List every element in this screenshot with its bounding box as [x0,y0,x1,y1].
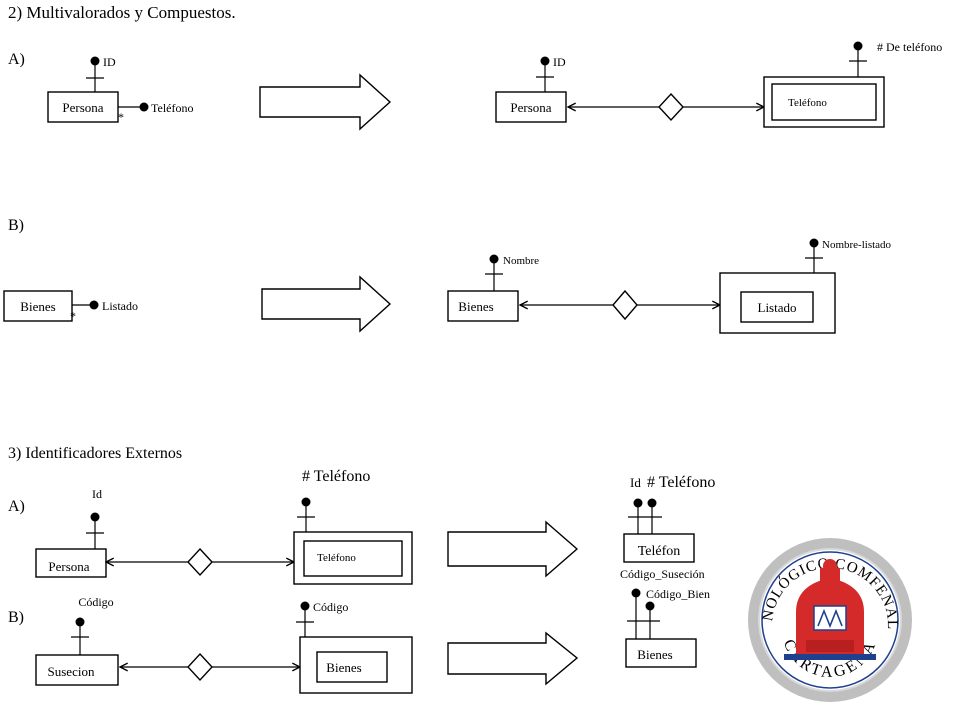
label-2a: A) [8,51,25,68]
svg-text:Bienes: Bienes [326,660,361,675]
s3a-telefono-weak-entity: Teléfono [293,531,413,585]
s2b-listado-attribute: Listado * [70,299,138,323]
s2a-relationship [568,92,764,122]
label-2b: B) [8,217,24,234]
s3b-codigo-left-identifier: Código [71,595,114,655]
svg-text:Persona: Persona [48,559,89,574]
svg-text:Teléfono: Teléfono [788,97,827,109]
s2a-persona-left: Persona [47,91,119,123]
s2b-listado-weak-entity: Listado [719,272,836,334]
section-2-heading: 2) Multivalorados y Compuestos. [8,3,236,22]
s2b-relationship [520,289,720,321]
s3b-susecion-entity: Susecion [35,654,119,686]
s2b-nombre-identifier: Nombre [485,254,539,291]
svg-text:Susecion: Susecion [48,664,95,679]
s3a-relationship [106,547,294,577]
svg-text:Persona: Persona [510,100,551,115]
s3a-num-telefono-identifier: # Teléfono [297,468,370,532]
svg-text:ID: ID [103,55,116,69]
svg-text:Bienes: Bienes [458,299,493,314]
s2b-bienes-right: Bienes [447,290,519,322]
svg-text:Nombre: Nombre [503,255,539,267]
s3a-persona-entity: Persona [35,548,107,578]
s2a-id-right-identifier: ID [536,55,566,92]
label-3b: B) [8,609,24,626]
s3b-result-bienes-entity: Bienes [625,638,697,668]
svg-text:Bienes: Bienes [637,647,672,662]
s3a-result-teleton-entity: Teléfon [623,533,695,563]
svg-text:Bienes: Bienes [20,299,55,314]
s3a-codigo-susecion-label: Código_Suseción [620,567,705,581]
svg-text:*: * [70,309,76,323]
svg-text:Código: Código [313,600,348,614]
s2a-telefono-attribute: Teléfono * [118,101,193,124]
s2b-transform-arrow [261,275,392,333]
svg-text:Id: Id [630,475,641,490]
svg-text:Id: Id [92,487,102,501]
svg-text:Teléfono: Teléfono [151,101,193,115]
s3b-relationship [120,652,300,682]
s3b-result-composite-identifier: Código_Bien [627,587,710,639]
svg-text:Listado: Listado [758,300,797,315]
svg-text:Nombre-listado: Nombre-listado [822,239,892,251]
s3a-id-identifier: Id [86,487,104,549]
s3a-result-composite-identifier: Id # Teléfono [628,474,715,534]
s2b-bienes-left: Bienes [3,290,73,322]
svg-text:*: * [118,110,124,124]
section-3-heading: 3) Identificadores Externos [8,445,182,462]
s2a-telefono-weak-entity: Teléfono [763,76,885,128]
s2a-transform-arrow [259,73,392,131]
label-3a: A) [8,498,25,515]
svg-text:Listado: Listado [102,299,138,313]
svg-text:# Teléfono: # Teléfono [647,474,715,491]
s2b-nombre-listado-identifier: Nombre-listado [805,238,892,273]
svg-text:Código_Bien: Código_Bien [646,587,710,601]
s3b-bienes-weak-entity: Bienes [299,636,413,694]
svg-text:Persona: Persona [62,100,103,115]
s2a-de-telefono-identifier: # De teléfono [849,40,942,77]
svg-text:Teléfono: Teléfono [317,552,356,564]
s3a-transform-arrow [447,520,579,578]
svg-text:# De teléfono: # De teléfono [877,40,942,54]
svg-text:Código: Código [78,595,113,609]
s3b-codigo-right-identifier: Código [296,600,348,637]
s2a-id-left-identifier: ID [86,55,116,92]
svg-text:# Teléfono: # Teléfono [302,468,370,485]
s2a-persona-right: Persona [495,91,567,123]
svg-text:ID: ID [553,55,566,69]
s3b-transform-arrow [447,631,579,686]
svg-text:Teléfon: Teléfon [638,544,681,559]
